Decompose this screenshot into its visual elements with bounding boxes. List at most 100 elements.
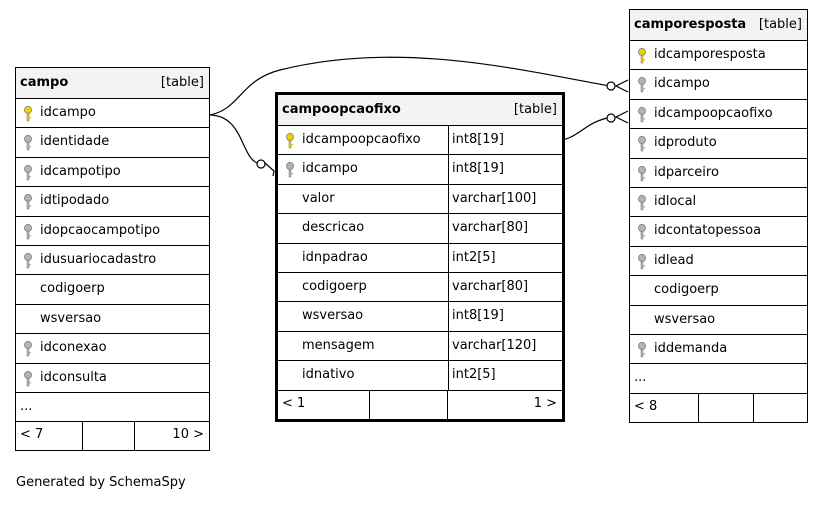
column-row[interactable]: idlead — [630, 247, 807, 277]
column-row[interactable]: idcampo — [16, 99, 209, 129]
parent-count-link[interactable]: < 7 — [20, 427, 44, 443]
column-row[interactable]: codigoerp varchar[80] — [278, 272, 562, 303]
column-name: idlocal — [654, 193, 697, 209]
column-row[interactable]: codigoerp — [16, 275, 209, 305]
table-footer: < 1 1 > — [278, 390, 562, 419]
column-row[interactable]: wsversao — [16, 305, 209, 335]
primary-key-icon — [285, 133, 295, 149]
column-name: iddemanda — [654, 340, 728, 356]
crowsfoot-marker — [614, 110, 629, 124]
relation-campo-to-camporesposta — [208, 56, 611, 116]
column-row[interactable]: codigoerp — [630, 276, 807, 306]
relation-optional-marker — [256, 159, 266, 169]
column-name: identidade — [40, 134, 110, 150]
table-header: campo [table] — [16, 68, 209, 99]
footer-cell: 10 > — [134, 422, 209, 451]
footer-cell — [753, 393, 807, 422]
footer-cell: 1 > — [447, 390, 562, 419]
column-name: idcampo — [654, 76, 710, 92]
column-type: varchar[80] — [448, 214, 528, 243]
relation-campo-to-campoopcaofixo — [208, 114, 261, 165]
more-columns-row: ... — [630, 364, 807, 394]
column-name: idcampo — [302, 161, 358, 177]
foreign-key-icon — [637, 341, 647, 358]
primary-key-icon — [637, 48, 647, 64]
column-list: idcamporesposta idcampo idcampoopcaofixo id… — [630, 41, 807, 365]
column-name: idconexao — [40, 340, 107, 356]
primary-key-icon — [23, 106, 33, 122]
parent-count-link[interactable]: < 1 — [282, 395, 306, 411]
crowsfoot-marker — [264, 162, 275, 177]
column-row[interactable]: descricao varchar[80] — [278, 214, 562, 244]
column-name: idcamporesposta — [654, 47, 766, 62]
column-name: idparceiro — [654, 164, 719, 180]
column-name: idcampotipo — [40, 163, 121, 179]
column-row[interactable]: idcampo — [630, 70, 807, 100]
column-row[interactable]: wsversao — [630, 306, 807, 335]
column-row[interactable]: idcampoopcaofixo — [630, 100, 807, 130]
column-name: idcampoopcaofixo — [302, 132, 421, 147]
column-row[interactable]: mensagem varchar[120] — [278, 331, 562, 362]
parent-count-link[interactable]: < 8 — [634, 398, 658, 414]
column-name: codigoerp — [302, 278, 367, 294]
foreign-key-icon — [637, 165, 647, 182]
column-type: varchar[120] — [448, 331, 536, 361]
column-name: idproduto — [654, 135, 717, 151]
column-name: valor — [302, 190, 335, 206]
column-name: idnativo — [302, 367, 355, 383]
table-name: campo — [20, 75, 69, 90]
column-name: idopcaocampotipo — [40, 222, 161, 238]
column-row[interactable]: idlocal — [630, 188, 807, 218]
foreign-key-icon — [23, 370, 33, 387]
foreign-key-icon — [23, 253, 33, 269]
column-row[interactable]: idparceiro — [630, 159, 807, 188]
column-row[interactable]: idconsulta — [16, 364, 209, 393]
foreign-key-icon — [637, 136, 647, 152]
table-campo[interactable]: campo [table] idcampo identidade idcampoti… — [15, 67, 210, 452]
table-name: campoopcaofixo — [282, 102, 401, 117]
child-count-link[interactable]: 10 > — [172, 427, 204, 443]
column-type: int2[5] — [448, 243, 496, 272]
foreign-key-icon — [637, 253, 647, 270]
footer-cell — [698, 393, 753, 422]
column-row[interactable]: idproduto — [630, 129, 807, 159]
column-row[interactable]: idcontatopessoa — [630, 217, 807, 247]
foreign-key-icon — [23, 223, 33, 240]
column-row[interactable]: idcampoopcaofixo int8[19] — [278, 126, 562, 156]
column-type: int8[19] — [448, 126, 504, 155]
column-row[interactable]: idcampotipo — [16, 158, 209, 188]
column-name: idconsulta — [40, 369, 107, 385]
foreign-key-icon — [637, 77, 647, 93]
column-name: idcampoopcaofixo — [654, 105, 773, 121]
foreign-key-icon — [23, 135, 33, 151]
child-count-link[interactable]: 1 > — [533, 395, 557, 411]
column-name: idcampo — [40, 105, 96, 120]
relation-optional-marker — [606, 81, 616, 91]
column-name: mensagem — [302, 337, 375, 353]
column-row[interactable]: idtipodado — [16, 187, 209, 217]
column-name: idtipodado — [40, 193, 110, 209]
column-name: idusuariocadastro — [40, 251, 157, 267]
column-name: wsversao — [302, 308, 364, 324]
column-name: codigoerp — [40, 281, 105, 297]
column-row[interactable]: iddemanda — [630, 335, 807, 365]
table-type-tag: [table] — [513, 102, 557, 117]
column-row[interactable]: identidade — [16, 128, 209, 158]
column-row[interactable]: idnpadrao int2[5] — [278, 243, 562, 273]
column-list: idcampo identidade idcampotipo idtipodado id… — [16, 99, 209, 393]
column-row[interactable]: idopcaocampotipo — [16, 217, 209, 246]
column-row[interactable]: idcamporesposta — [630, 41, 807, 71]
column-type: varchar[80] — [448, 272, 528, 302]
column-name: descricao — [302, 220, 365, 236]
column-name: idnpadrao — [302, 249, 368, 265]
column-row[interactable]: idconexao — [16, 334, 209, 364]
column-name: wsversao — [654, 311, 716, 327]
foreign-key-icon — [23, 341, 33, 357]
column-row[interactable]: idusuariocadastro — [16, 246, 209, 276]
